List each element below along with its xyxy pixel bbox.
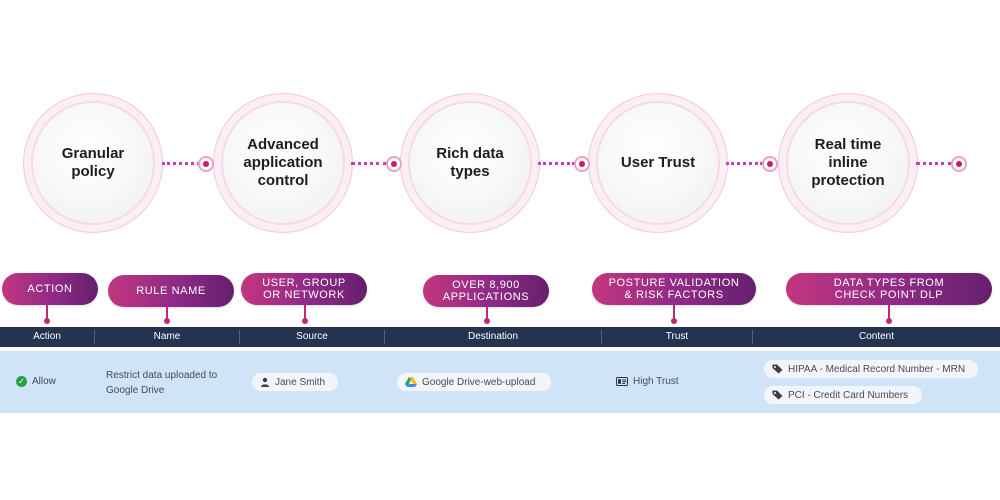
column-header-destination[interactable]: Destination [467,331,519,342]
column-divider [239,330,240,344]
connector-line [351,162,387,165]
connector-node-icon [951,156,967,172]
column-header-name[interactable]: Name [153,331,181,342]
column-divider [94,330,95,344]
callout-pin-dot [44,318,50,324]
callout-pin-dot [886,318,892,324]
tag-icon [772,364,783,374]
column-header-action[interactable]: Action [33,331,61,342]
connector-node-icon [574,156,590,172]
connector-line [538,162,575,165]
step-granular-policy: Granular policy [33,103,153,223]
column-header-trust[interactable]: Trust [665,331,689,342]
connector-node-icon [386,156,402,172]
callout-applications: OVER 8,900 APPLICATIONS [423,275,549,307]
connector-line [162,162,200,165]
connector-line [916,162,952,165]
step-real-time-inline-protection: Real time inline protection [788,103,908,223]
callout-pin-dot [164,318,170,324]
cell-rule-name[interactable]: Restrict data uploaded to Google Drive [106,370,218,396]
step-label: Granular policy [61,145,125,180]
callout-pin [486,307,488,320]
callout-pin-dot [671,318,677,324]
cell-action[interactable]: ✓ Allow [16,376,56,387]
callout-pin [304,305,306,320]
source-value: Jane Smith [275,376,326,388]
google-drive-icon [405,377,417,387]
trust-value: High Trust [633,376,679,387]
cell-trust[interactable]: High Trust [616,376,679,387]
step-label: Real time inline protection [811,136,885,189]
callout-pin-dot [302,318,308,324]
connector-node-icon [762,156,778,172]
connector-line [726,162,763,165]
user-icon [261,377,269,387]
content-chip-pci[interactable]: PCI - Credit Card Numbers [764,386,922,404]
step-label: Rich data types [436,145,504,180]
callout-pin-dot [484,318,490,324]
callout-action: ACTION [2,273,98,305]
callout-posture-validation: POSTURE VALIDATION & RISK FACTORS [592,273,756,305]
column-header-source[interactable]: Source [296,331,328,342]
table-row[interactable]: ✓ Allow Restrict data uploaded to Google… [0,351,1000,413]
step-advanced-application-control: Advanced application control [223,103,343,223]
allow-check-icon: ✓ [16,376,27,387]
step-label: Advanced application control [243,136,323,189]
content-chip-hipaa[interactable]: HIPAA - Medical Record Number - MRN [764,360,978,378]
column-header-content[interactable]: Content [858,331,895,342]
column-divider [601,330,602,344]
tag-icon [772,390,783,400]
action-value: Allow [32,376,56,387]
callout-user-group-network: USER, GROUP OR NETWORK [241,273,367,305]
column-divider [752,330,753,344]
callout-data-types: DATA TYPES FROM CHECK POINT DLP [786,273,992,305]
id-card-icon [616,377,628,386]
destination-value: Google Drive-web-upload [422,376,536,388]
table-header: Action Name Source Destination Trust Con… [0,327,1000,347]
connector-node-icon [198,156,214,172]
callout-pin [46,305,48,320]
column-divider [384,330,385,344]
callout-pin [166,307,168,320]
step-label: User Trust [620,154,696,171]
source-chip[interactable]: Jane Smith [252,373,338,391]
content-value: PCI - Credit Card Numbers [788,389,909,401]
callout-rule-name: RULE NAME [108,275,234,307]
destination-chip[interactable]: Google Drive-web-upload [397,373,551,391]
callout-pin [888,305,890,320]
content-value: HIPAA - Medical Record Number - MRN [788,363,966,375]
step-rich-data-types: Rich data types [410,103,530,223]
callout-pin [673,305,675,320]
step-user-trust: User Trust [598,103,718,223]
